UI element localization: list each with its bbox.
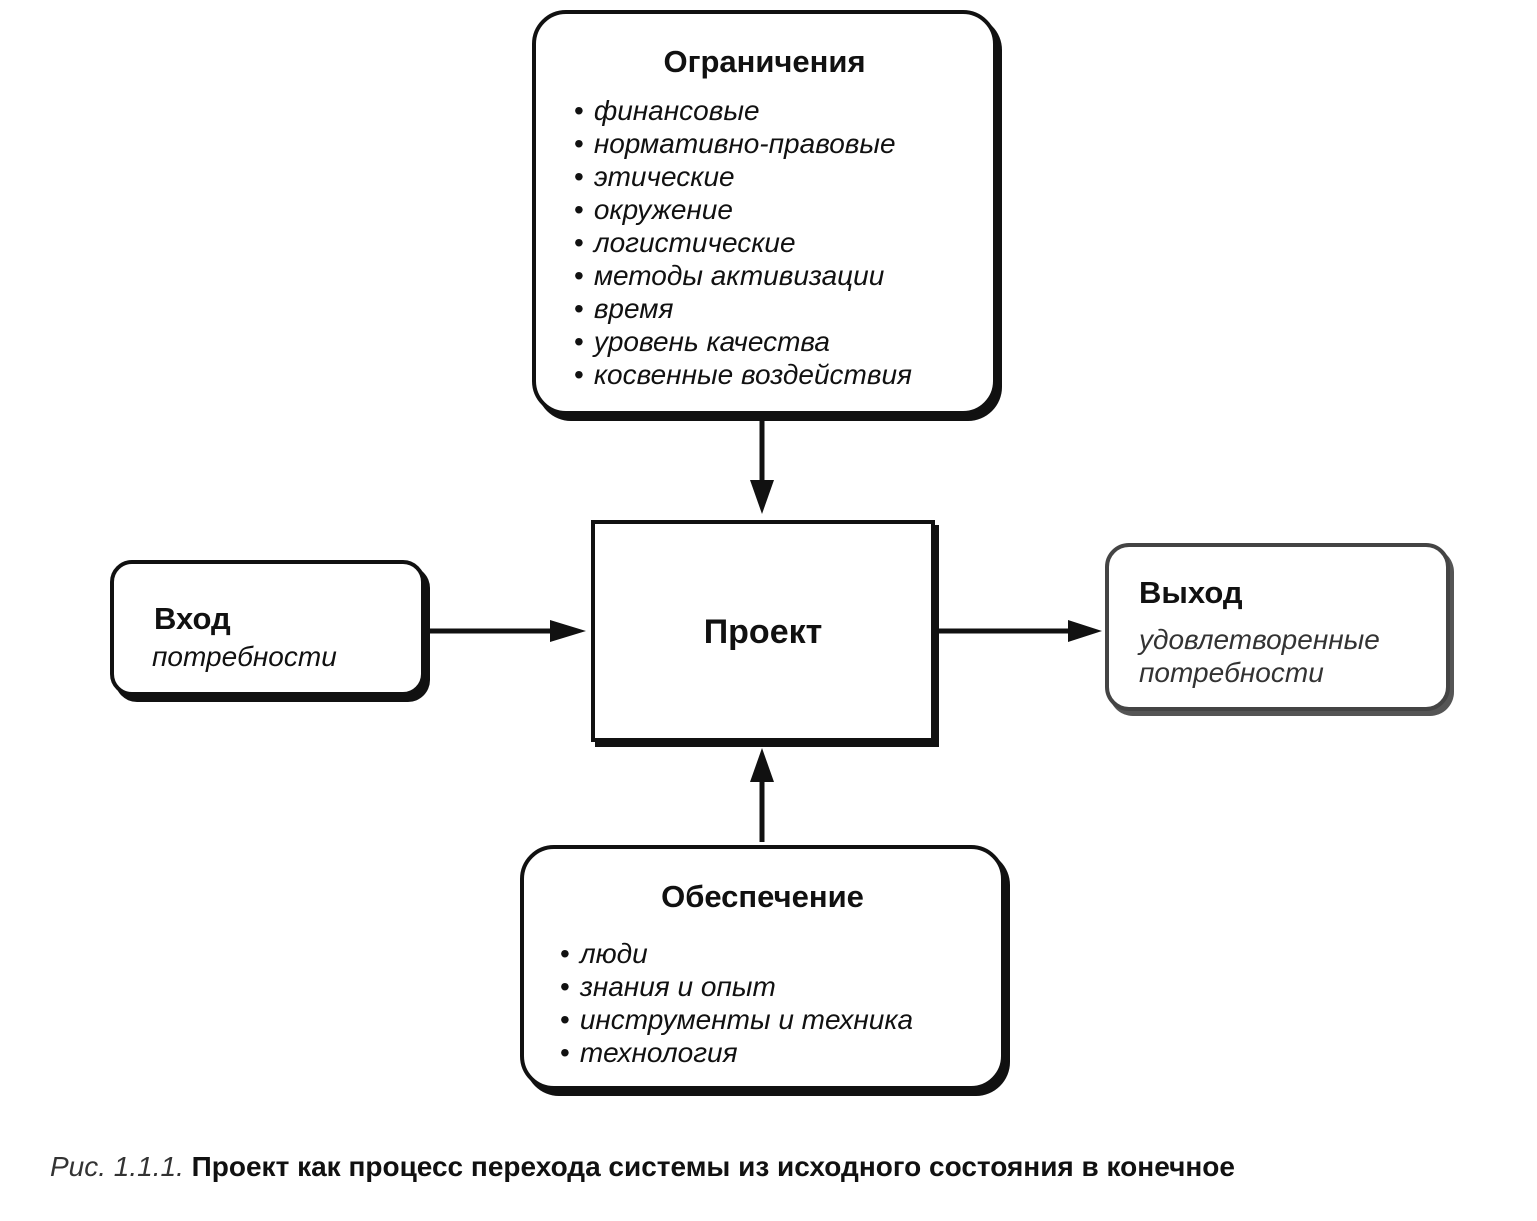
constraints-title: Ограничения (663, 44, 866, 79)
resources-item: инструменты и техника (560, 1003, 913, 1036)
constraints-list: финансовые нормативно-правовые этические… (574, 94, 912, 391)
arrow-input-to-project (428, 620, 586, 642)
resources-title: Обеспечение (661, 879, 864, 914)
arrow-constraints-to-project (750, 418, 774, 514)
input-subtitle: потребности (152, 641, 337, 672)
constraints-item: время (574, 292, 912, 325)
arrow-resources-to-project (750, 748, 774, 842)
figure-caption: Рис. 1.1.1. Проект как процесс перехода … (50, 1150, 1510, 1184)
output-box: Выход удовлетворенные потребности (1105, 543, 1450, 711)
resources-list: люди знания и опыт инструменты и техника… (560, 937, 913, 1069)
resources-item: технология (560, 1036, 913, 1069)
arrow-project-to-output (938, 620, 1102, 642)
resources-item: люди (560, 937, 913, 970)
constraints-item: уровень качества (574, 325, 912, 358)
output-subtitle-line1: удовлетворенные (1139, 624, 1380, 655)
constraints-item: нормативно-правовые (574, 127, 912, 160)
constraints-item: этические (574, 160, 912, 193)
input-title: Вход (154, 601, 231, 636)
constraints-item: окружение (574, 193, 912, 226)
constraints-item: логистические (574, 226, 912, 259)
constraints-box: Ограничения финансовые нормативно-правов… (532, 10, 997, 415)
caption-text: Проект как процесс перехода системы из и… (191, 1151, 1235, 1182)
caption-label: Рис. 1.1.1. (50, 1151, 184, 1182)
constraints-item: косвенные воздействия (574, 358, 912, 391)
project-title: Проект (703, 613, 823, 651)
output-subtitle-line2: потребности (1139, 657, 1324, 688)
input-box: Вход потребности (110, 560, 425, 696)
constraints-item: финансовые (574, 94, 912, 127)
resources-box: Обеспечение люди знания и опыт инструмен… (520, 845, 1005, 1090)
constraints-item: методы активизации (574, 259, 912, 292)
resources-item: знания и опыт (560, 970, 913, 1003)
project-box: Проект (591, 520, 935, 742)
output-title: Выход (1139, 575, 1243, 610)
